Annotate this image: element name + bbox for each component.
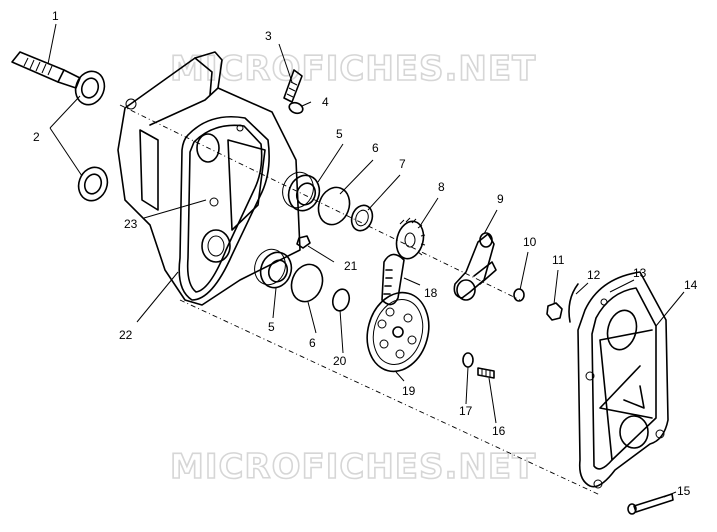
tensioner-bolt [283,69,303,103]
callout-2: 2 [33,130,40,144]
callout-11: 11 [552,253,565,267]
o-ring-lower [290,263,324,303]
drive-chain [381,253,405,306]
plug-21 [296,235,311,249]
callout-4: 4 [322,95,329,109]
callout-18: 18 [424,286,438,300]
callout-13: 13 [633,266,647,280]
callout-19: 19 [402,384,416,398]
washer-4 [288,101,304,115]
callout-3: 3 [265,29,272,43]
callout-6-lower: 6 [309,336,316,350]
bearing-lower [254,248,293,289]
washer-10 [513,288,525,302]
tensioner-arm [453,232,497,301]
seal-lower [77,166,109,202]
callout-7: 7 [399,157,406,171]
callout-12: 12 [587,268,601,282]
bolt-15 [627,493,674,515]
callout-22: 22 [119,328,133,342]
callout-5-lower: 5 [268,320,275,334]
callout-10: 10 [523,235,537,249]
input-shaft [11,51,81,89]
chaincase-cover [577,271,669,489]
o-ring-20 [331,288,351,312]
callout-5-upper: 5 [336,127,343,141]
nut-11 [546,302,563,321]
washer-17 [462,352,474,368]
callout-1: 1 [52,9,59,23]
o-ring-upper [317,186,351,226]
lower-sprocket [366,291,430,373]
watermark-bottom: MICROFICHES.NET [170,447,536,487]
callout-6-upper: 6 [372,141,379,155]
callout-21: 21 [344,259,358,273]
callout-20: 20 [333,354,347,368]
callout-14: 14 [684,278,698,292]
callout-15: 15 [677,484,691,498]
upper-sprocket [395,217,426,260]
seal-upper [74,70,106,106]
leader-lines [47,23,685,498]
callout-8: 8 [438,180,445,194]
clip-12 [568,283,579,323]
callout-9: 9 [497,192,504,206]
bearing-upper [282,171,321,212]
callout-labels: 1 2 3 4 5 5 6 6 7 8 9 10 11 12 13 14 15 … [33,9,698,498]
watermark-top: MICROFICHES.NET [170,49,536,89]
bolt-16 [477,367,495,379]
chaincase-housing [117,51,301,306]
callout-16: 16 [492,424,506,438]
callout-23: 23 [124,217,138,231]
spacer-7 [350,204,374,232]
callout-17: 17 [459,404,473,418]
